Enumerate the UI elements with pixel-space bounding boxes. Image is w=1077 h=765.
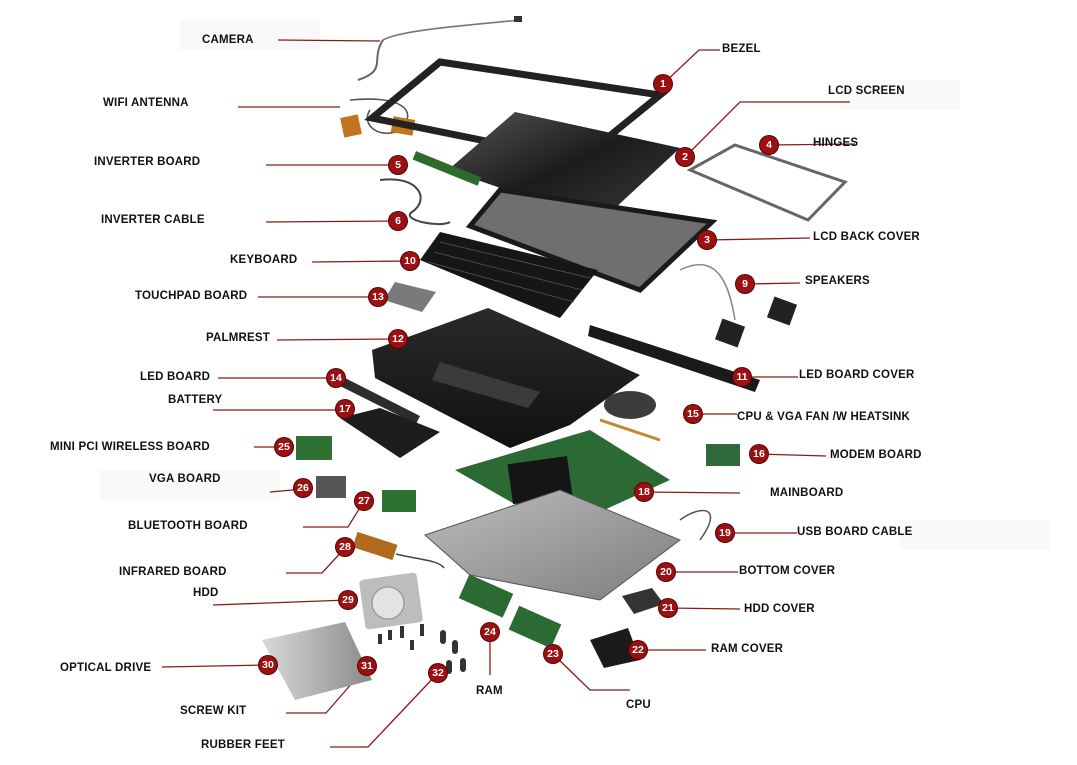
label-screw-kit: SCREW KIT	[180, 705, 247, 717]
label-hinges: HINGES	[813, 137, 859, 149]
label-rubber-feet: RUBBER FEET	[201, 739, 285, 751]
label-optical-drive: OPTICAL DRIVE	[60, 662, 152, 674]
label-cpu: CPU	[626, 699, 651, 711]
badge-9: 9	[736, 275, 754, 293]
badge-28: 28	[336, 538, 354, 556]
label-led-board: LED BOARD	[140, 371, 211, 383]
label-inverter-board: INVERTER BOARD	[94, 156, 201, 168]
label-vga-board: VGA BOARD	[149, 473, 221, 485]
label-wifi-antenna: WIFI ANTENNA	[103, 97, 189, 109]
badge-15: 15	[684, 405, 702, 423]
badge-16: 16	[750, 445, 768, 463]
label-infrared-board: INFRARED BOARD	[119, 566, 227, 578]
badge-22: 22	[629, 641, 647, 659]
badge-6: 6	[389, 212, 407, 230]
badge-18: 18	[635, 483, 653, 501]
label-lcd-screen: LCD SCREEN	[828, 85, 905, 97]
badge-32: 32	[429, 664, 447, 682]
badge-23: 23	[544, 645, 562, 663]
label-inverter-cable: INVERTER CABLE	[101, 214, 205, 226]
label-hdd-cover: HDD COVER	[744, 603, 815, 615]
badge-26: 26	[294, 479, 312, 497]
label-touchpad-board: TOUCHPAD BOARD	[135, 290, 248, 302]
label-bottom-cover: BOTTOM COVER	[739, 565, 836, 577]
label-mini-pci-wireless-board: MINI PCI WIRELESS BOARD	[50, 441, 210, 453]
badge-29: 29	[339, 591, 357, 609]
badge-24: 24	[481, 623, 499, 641]
badge-30: 30	[259, 656, 277, 674]
label-led-board-cover: LED BOARD COVER	[799, 369, 915, 381]
badge-4: 4	[760, 136, 778, 154]
badge-17: 17	[336, 400, 354, 418]
label-palmrest: PALMREST	[206, 332, 270, 344]
badge-20: 20	[657, 563, 675, 581]
badge-19: 19	[716, 524, 734, 542]
badge-25: 25	[275, 438, 293, 456]
badge-27: 27	[355, 492, 373, 510]
badge-2: 2	[676, 148, 694, 166]
label-camera: CAMERA	[202, 34, 254, 46]
badge-5: 5	[389, 156, 407, 174]
label-speakers: SPEAKERS	[805, 275, 870, 287]
label-usb-board-cable: USB BOARD CABLE	[797, 526, 913, 538]
label-fan-heatsink: CPU & VGA FAN /W HEATSINK	[737, 411, 911, 423]
badge-31: 31	[358, 657, 376, 675]
badge-3: 3	[698, 231, 716, 249]
badge-14: 14	[327, 369, 345, 387]
label-battery: BATTERY	[168, 394, 223, 406]
label-lcd-back-cover: LCD BACK COVER	[813, 231, 920, 243]
badge-10: 10	[401, 252, 419, 270]
badge-12: 12	[389, 330, 407, 348]
label-ram-cover: RAM COVER	[711, 643, 784, 655]
label-bluetooth-board: BLUETOOTH BOARD	[128, 520, 248, 532]
badge-13: 13	[369, 288, 387, 306]
label-keyboard: KEYBOARD	[230, 254, 298, 266]
label-hdd: HDD	[193, 587, 219, 599]
badge-1: 1	[654, 75, 672, 93]
badge-11: 11	[733, 368, 751, 386]
label-ram: RAM	[476, 685, 503, 697]
label-mainboard: MAINBOARD	[770, 487, 844, 499]
label-bezel: BEZEL	[722, 43, 761, 55]
label-modem-board: MODEM BOARD	[830, 449, 922, 461]
badge-21: 21	[659, 599, 677, 617]
